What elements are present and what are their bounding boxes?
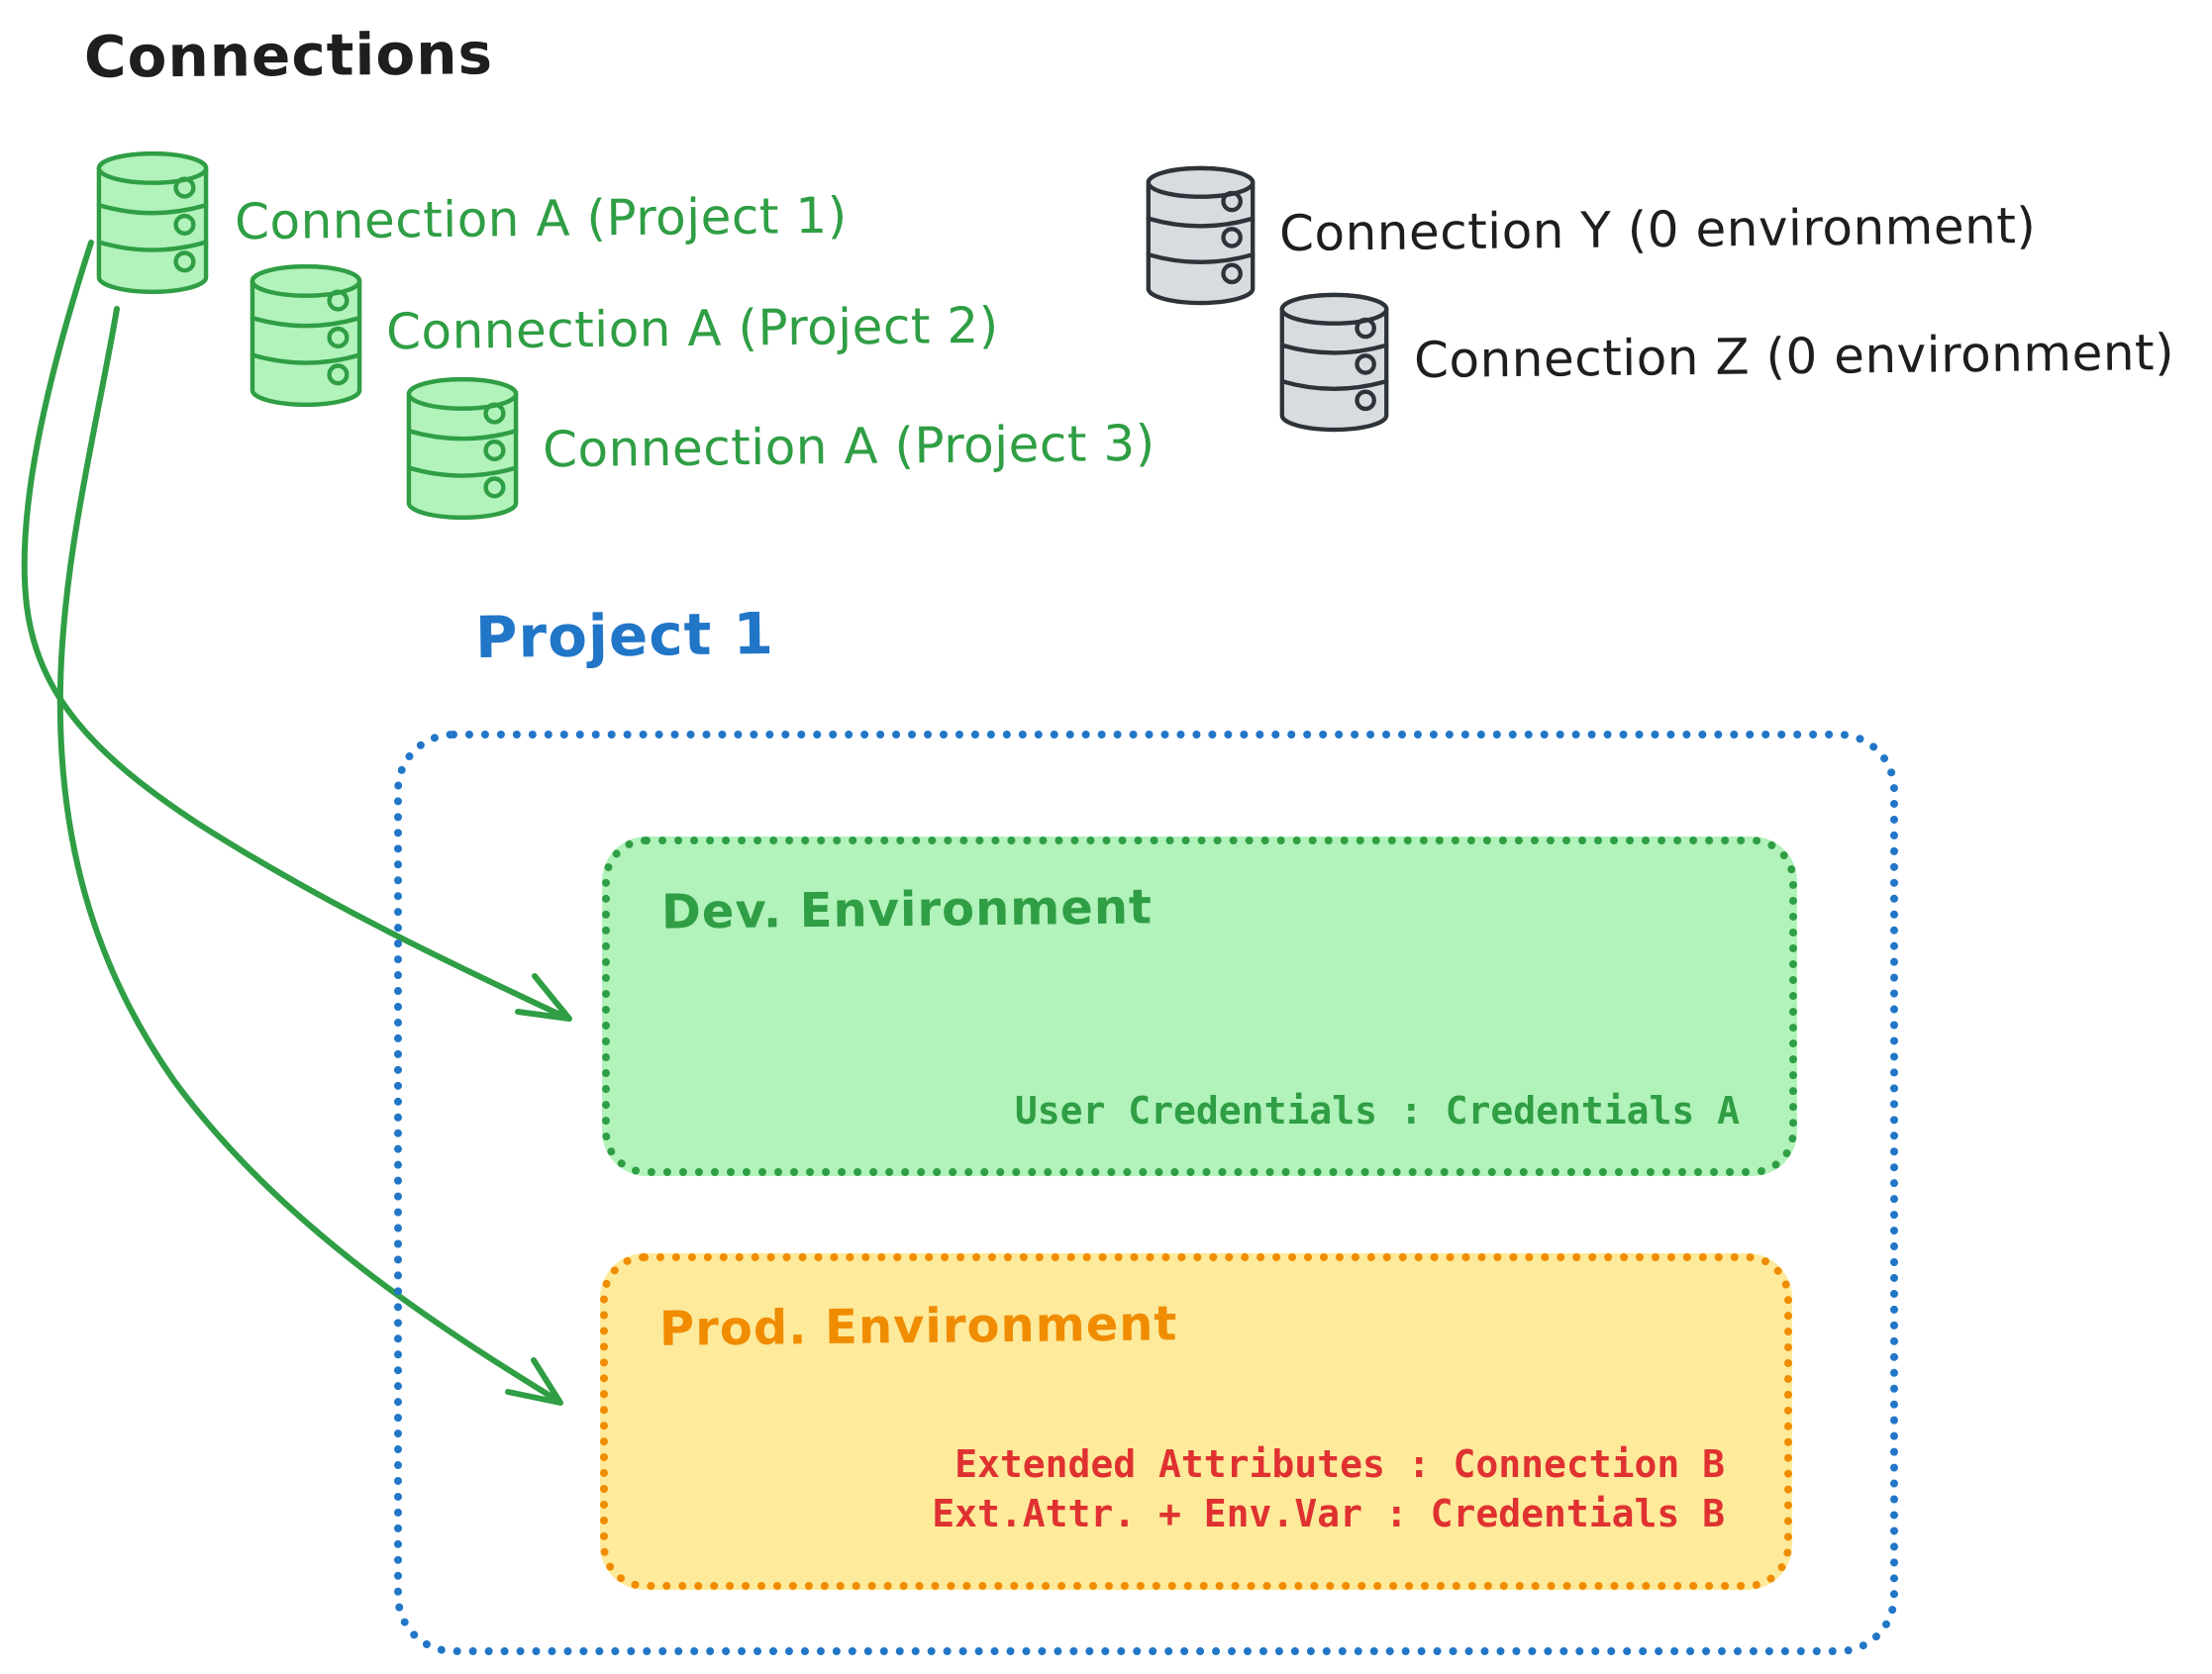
dev-environment-box: Dev. Environment User Credentials : Cred… <box>602 837 1797 1176</box>
connection-y-label: Connection Y (0 environment) <box>1278 196 2037 263</box>
project-1-title: Project 1 <box>474 599 775 672</box>
database-icon-connection-y <box>1144 162 1257 309</box>
prod-environment-title: Prod. Environment <box>658 1296 1178 1357</box>
prod-environment-box: Prod. Environment Extended Attributes : … <box>600 1253 1792 1590</box>
project-1-container: Dev. Environment User Credentials : Cred… <box>394 731 1898 1655</box>
database-icon-connection-a-project1 <box>94 148 211 297</box>
database-icon-connection-a-project3 <box>404 374 521 523</box>
connections-heading: Connections <box>83 20 494 91</box>
connection-a-project1-label: Connection A (Project 1) <box>234 186 848 251</box>
connection-z-label: Connection Z (0 environment) <box>1413 323 2175 390</box>
connection-a-project3-label: Connection A (Project 3) <box>542 414 1156 479</box>
dev-environment-title: Dev. Environment <box>660 879 1154 940</box>
dev-credentials-mapping: User Credentials : Credentials A <box>1014 1089 1740 1132</box>
prod-mappings: Extended Attributes : Connection B Ext.A… <box>932 1439 1725 1538</box>
prod-mapping-credentials: Ext.Attr. + Env.Var : Credentials B <box>932 1491 1725 1535</box>
connection-a-project2-label: Connection A (Project 2) <box>385 296 999 361</box>
prod-mapping-connection: Extended Attributes : Connection B <box>955 1441 1725 1486</box>
database-icon-connection-z <box>1277 289 1391 436</box>
database-icon-connection-a-project2 <box>248 261 364 410</box>
